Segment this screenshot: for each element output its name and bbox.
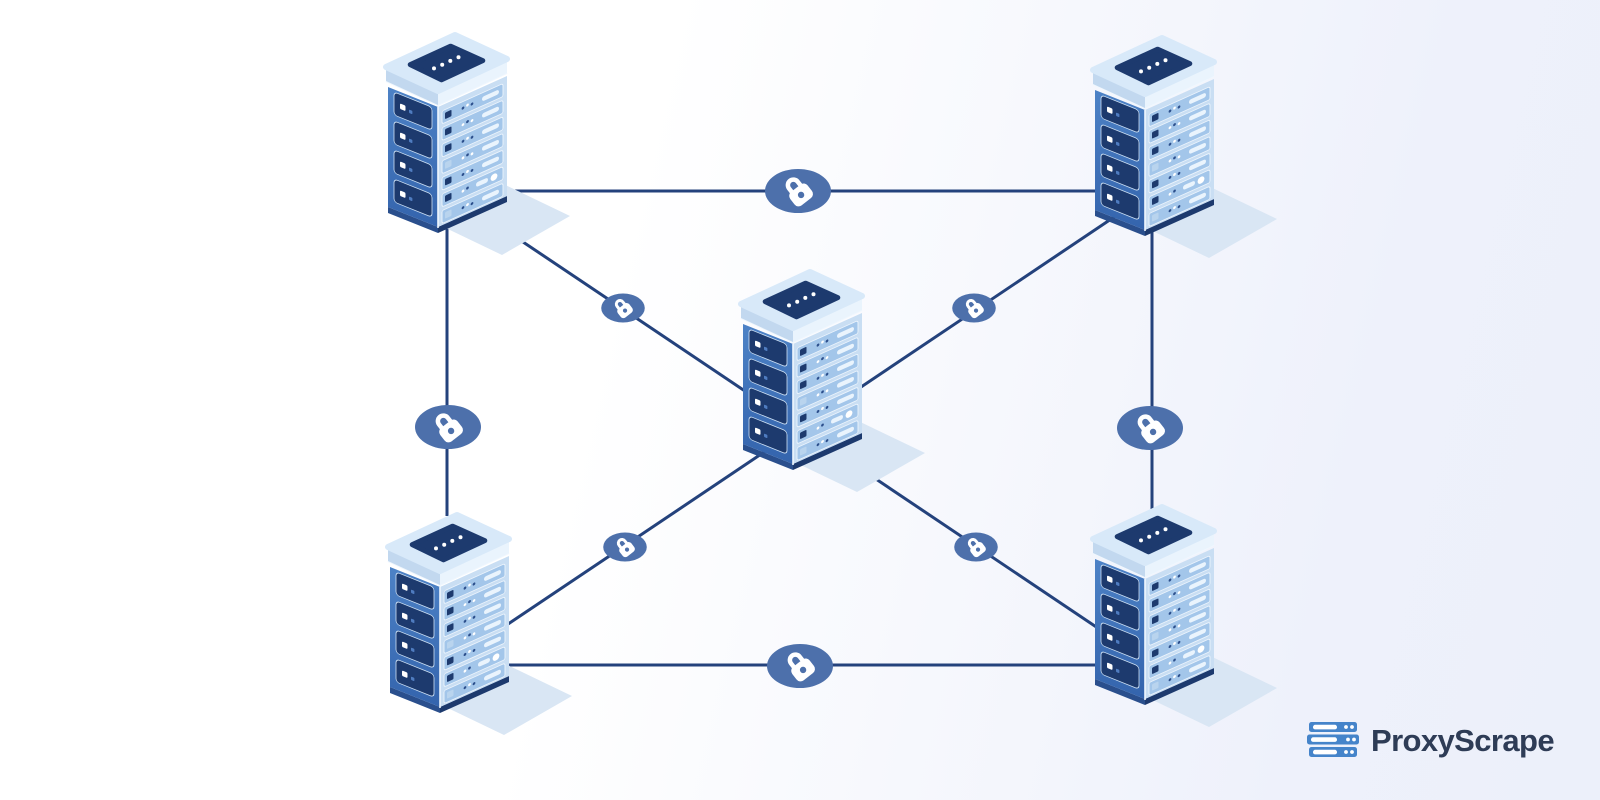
server-bottom-left bbox=[388, 515, 572, 735]
lock-left-padlock-icon bbox=[415, 405, 481, 449]
lock-top-padlock-icon bbox=[765, 169, 831, 213]
lock-bottom-padlock-icon bbox=[767, 644, 833, 688]
lock-right-padlock-icon bbox=[1117, 406, 1183, 450]
server-top-right bbox=[1093, 38, 1277, 258]
server-top-left bbox=[386, 35, 570, 255]
lock-diagonal-lower-left-padlock-icon bbox=[601, 530, 649, 564]
server-stack-icon bbox=[1307, 722, 1359, 757]
proxyscrape-logo: ProxyScrape bbox=[1306, 716, 1555, 764]
server-center bbox=[741, 272, 925, 492]
lock-diagonal-upper-right-padlock-icon bbox=[950, 291, 998, 325]
proxyscrape-logo-text: ProxyScrape bbox=[1371, 722, 1555, 758]
server-bottom-right bbox=[1093, 507, 1277, 727]
lock-diagonal-lower-right-padlock-icon bbox=[952, 530, 1000, 564]
lock-diagonal-upper-left-padlock-icon bbox=[599, 291, 647, 325]
